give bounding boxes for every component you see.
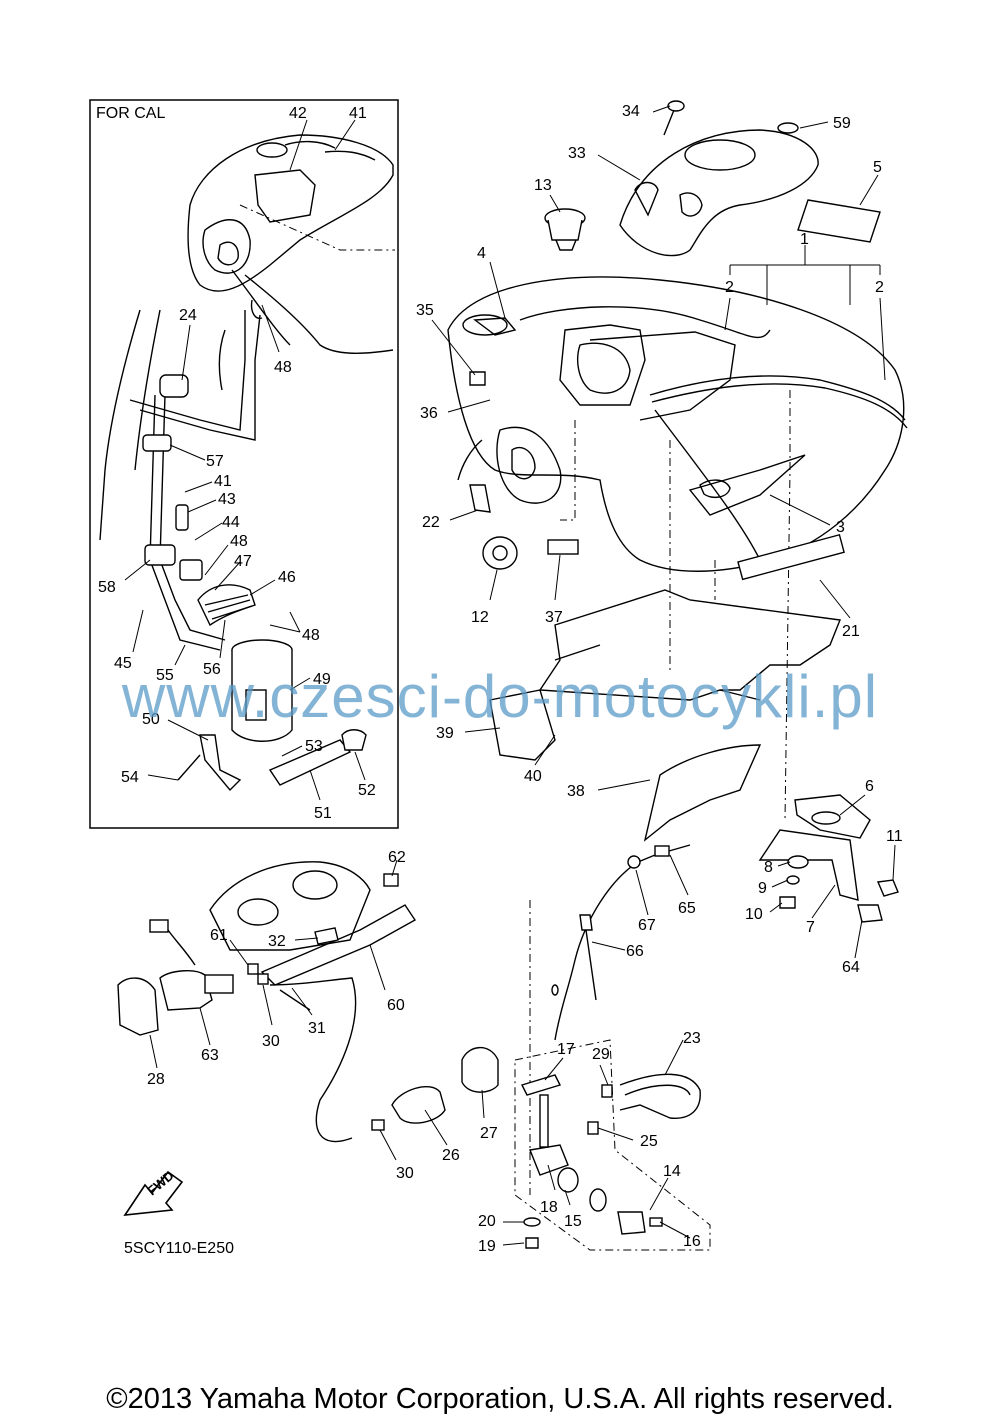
part-label-30: 30 <box>262 1033 280 1050</box>
part-label-10: 10 <box>745 906 763 923</box>
part-label-63: 63 <box>201 1047 219 1064</box>
part-label-46: 46 <box>278 569 296 586</box>
part-label-18: 18 <box>540 1199 558 1216</box>
part-label-61: 61 <box>210 927 228 944</box>
part-label-34: 34 <box>622 103 640 120</box>
part-label-25: 25 <box>640 1133 658 1150</box>
part-label-1: 1 <box>800 231 809 248</box>
part-label-38: 38 <box>567 783 585 800</box>
part-label-65: 65 <box>678 900 696 917</box>
part-label-12: 12 <box>471 609 489 626</box>
inset-tank <box>187 134 395 354</box>
part-label-19: 19 <box>478 1238 496 1255</box>
part-label-6: 6 <box>865 778 874 795</box>
part-label-58: 58 <box>98 579 116 596</box>
warning-label-plate <box>797 199 881 243</box>
part-label-31: 31 <box>308 1020 326 1037</box>
part-label-28: 28 <box>147 1071 165 1088</box>
part-label-40: 40 <box>524 768 542 785</box>
part-label-54: 54 <box>121 769 139 786</box>
part-label-45: 45 <box>114 655 132 672</box>
part-label-11: 11 <box>886 828 903 845</box>
part-label-22: 22 <box>422 514 440 531</box>
part-label-67: 67 <box>638 917 656 934</box>
fuel-cock-assembly <box>514 900 711 1251</box>
part-label-62: 62 <box>388 849 406 866</box>
leader-lines <box>124 105 896 1246</box>
part-label-32: 32 <box>268 933 286 950</box>
part-label-41: 41 <box>214 473 232 490</box>
part-label-14: 14 <box>663 1163 681 1180</box>
part-label-2: 2 <box>725 279 734 296</box>
inset-frame <box>89 99 399 829</box>
part-label-26: 26 <box>442 1147 460 1164</box>
part-label-29: 29 <box>592 1046 610 1063</box>
tank-cap <box>544 208 586 251</box>
part-label-5: 5 <box>873 159 882 176</box>
part-label-66: 66 <box>626 943 644 960</box>
part-label-55: 55 <box>156 667 174 684</box>
part-label-39: 39 <box>436 725 454 742</box>
part-label-42: 42 <box>289 105 307 122</box>
part-label-41: 41 <box>349 105 367 122</box>
part-label-9: 9 <box>758 880 767 897</box>
part-label-51: 51 <box>314 805 332 822</box>
part-label-64: 64 <box>842 959 860 976</box>
part-label-48: 48 <box>302 627 320 644</box>
part-label-48: 48 <box>230 533 248 550</box>
part-label-21: 21 <box>842 623 860 640</box>
watermark: www.czesci-do-motocykli.pl <box>121 663 879 730</box>
part-label-37: 37 <box>545 609 563 626</box>
inset-frame-hoses <box>99 299 367 792</box>
grommet-59 <box>777 122 799 134</box>
diagram-code: 5SCY110-E250 <box>124 1240 234 1257</box>
part-label-52: 52 <box>358 782 376 799</box>
part-label-17: 17 <box>557 1041 575 1058</box>
part-label-30: 30 <box>396 1165 414 1182</box>
part-label-44: 44 <box>222 514 240 531</box>
choke-cable <box>551 844 691 1041</box>
part-label-8: 8 <box>764 859 773 876</box>
part-label-50: 50 <box>142 711 160 728</box>
part-label-4: 4 <box>477 245 486 262</box>
main-fuel-tank <box>447 276 908 821</box>
part-labels: 1 2 2 3 4 5 6 7 8 9 10 11 12 13 14 15 16… <box>98 103 903 1255</box>
part-label-13: 13 <box>534 177 552 194</box>
fwd-arrow-icon: FWD <box>123 1168 184 1216</box>
rear-tank-bracket <box>758 794 899 923</box>
part-label-27: 27 <box>480 1125 498 1142</box>
part-label-43: 43 <box>218 491 236 508</box>
part-label-33: 33 <box>568 145 586 162</box>
part-label-53: 53 <box>305 738 323 755</box>
tank-heat-shields <box>469 484 845 842</box>
part-label-56: 56 <box>203 661 221 678</box>
part-label-47: 47 <box>234 553 252 570</box>
part-label-49: 49 <box>313 671 331 688</box>
part-label-7: 7 <box>806 919 815 936</box>
copyright: ©2013 Yamaha Motor Corporation, U.S.A. A… <box>106 1383 894 1415</box>
tank-top-cover <box>619 129 819 257</box>
part-label-48: 48 <box>274 359 292 376</box>
part-label-16: 16 <box>683 1233 701 1250</box>
bolt-34 <box>663 100 685 136</box>
part-label-35: 35 <box>416 302 434 319</box>
part-label-2: 2 <box>875 279 884 296</box>
part-label-59: 59 <box>833 115 851 132</box>
part-label-15: 15 <box>564 1213 582 1230</box>
fuel-pump-assembly <box>117 861 499 1143</box>
part-label-23: 23 <box>683 1030 701 1047</box>
part-label-3: 3 <box>836 519 845 536</box>
part-label-60: 60 <box>387 997 405 1014</box>
inset-title: FOR CAL <box>96 105 166 122</box>
part-label-57: 57 <box>206 453 224 470</box>
part-label-20: 20 <box>478 1213 496 1230</box>
part-label-36: 36 <box>420 405 438 422</box>
part-label-24: 24 <box>179 307 197 324</box>
